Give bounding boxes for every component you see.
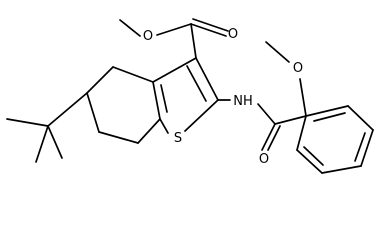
ester-c-ring-bond	[190, 23, 197, 59]
ester-ether-o-label: O	[143, 29, 153, 44]
methoxyphenyl-ring: O	[265, 41, 374, 174]
benzene-bond-6	[296, 115, 307, 151]
tert-butyl-group	[6, 92, 88, 163]
ring-bond-c3a-c4	[112, 66, 154, 83]
ester-carbonyl-o-label: O	[228, 27, 238, 42]
cyclohexane-ring	[86, 66, 161, 144]
amide-carbonyl-bond-a	[261, 123, 276, 151]
amide-group: NH O	[217, 94, 307, 167]
methoxy-methyl-bond	[265, 41, 290, 63]
tbutyl-methyl-left	[6, 118, 49, 127]
ester-methyl-bond	[119, 19, 141, 37]
benzene-bond-5	[296, 149, 323, 174]
aryl-o-bond	[299, 78, 307, 117]
amide-carbonyl-bond-b	[267, 125, 281, 151]
methoxy-o-label: O	[293, 61, 303, 76]
benzene-bond-2	[347, 105, 374, 131]
ring-bond-c7-c7a	[137, 118, 161, 144]
ester-carbonyl-bond-a	[190, 23, 227, 37]
thiophene-bond-c2-s	[184, 99, 219, 132]
thiophene-bond-c3-c2	[195, 57, 219, 101]
thiophene-bond-c3a-c3	[152, 57, 197, 83]
ester-o-c-bond	[156, 23, 192, 36]
thiophene-bond-c3-c2-inner	[186, 65, 207, 102]
molecule-structure-diagram: O O S NH O	[6, 18, 374, 174]
ring-bond-c5-c6	[86, 92, 100, 133]
tbutyl-methyl-down	[35, 125, 49, 163]
thiophene-bond-s-c7a	[159, 118, 169, 134]
methyl-ester-group: O O	[119, 18, 238, 59]
ring-bond-c6-c7	[98, 131, 139, 144]
sulfur-label: S	[174, 131, 182, 146]
n-carbonyl-bond	[257, 103, 276, 125]
ring-bond-c4-c5	[86, 66, 114, 94]
benzene-bond-4	[321, 165, 362, 174]
tbutyl-methyl-right	[47, 125, 63, 159]
benzene-inner-bond-b	[354, 132, 366, 162]
benzene-bond-1	[305, 105, 349, 117]
ester-carbonyl-bond-b	[192, 18, 229, 32]
benzene-bond-3	[360, 129, 374, 167]
thiophene-ring: S	[152, 57, 219, 146]
tbutyl-attach-bond	[47, 92, 88, 127]
carbonyl-aryl-bond	[274, 115, 307, 125]
amide-nh-label: NH	[233, 94, 253, 109]
thiophene-bond-c7a-c3a	[152, 81, 161, 120]
benzene-inner-bond-c	[303, 146, 324, 166]
amide-carbonyl-o-label: O	[259, 152, 269, 167]
thiophene-bond-c7a-c3a-inner	[160, 84, 168, 113]
benzene-inner-bond-a	[313, 112, 346, 122]
